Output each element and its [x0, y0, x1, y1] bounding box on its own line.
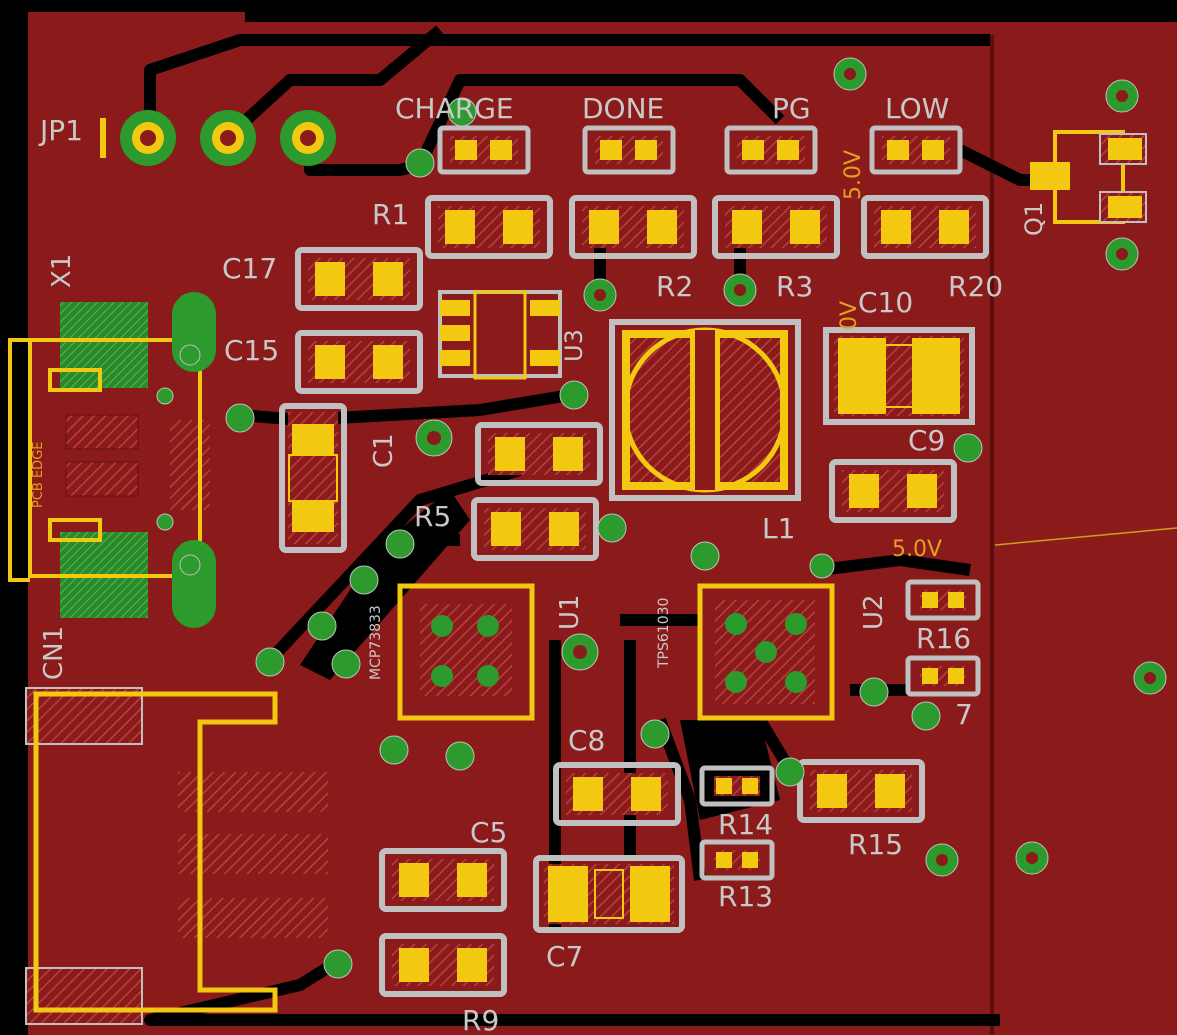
label-u2-part: TPS61030: [656, 598, 672, 669]
label-r5: R5: [414, 500, 451, 533]
c15-part[interactable]: [295, 330, 423, 394]
label-r14: R14: [718, 808, 773, 841]
label-r1: R1: [372, 198, 409, 231]
label-charge: CHARGE: [395, 92, 514, 125]
c17-part[interactable]: [295, 247, 423, 311]
led-row[interactable]: [437, 125, 963, 175]
jp1-header[interactable]: [100, 110, 336, 166]
label-cn1: CN1: [39, 626, 69, 680]
label-pg: PG: [772, 92, 811, 125]
c5-part[interactable]: [379, 848, 507, 912]
label-c10: C10: [858, 286, 913, 319]
label-c7: C7: [546, 940, 583, 973]
vias: [156, 57, 1167, 979]
label-q1: Q1: [1020, 202, 1048, 236]
l1-inductor[interactable]: [609, 319, 801, 501]
r5-part[interactable]: [471, 497, 599, 561]
r17-part[interactable]: [905, 655, 981, 697]
label-pcb-edge: PCB EDGE: [31, 442, 46, 508]
r9-part[interactable]: [379, 933, 507, 997]
r1-part: [425, 195, 553, 259]
label-l1: L1: [762, 512, 795, 545]
cn1-connector[interactable]: [25, 687, 328, 1025]
c8-part[interactable]: [553, 762, 681, 826]
label-c1: C1: [369, 433, 399, 468]
label-r16: R16: [916, 622, 971, 655]
u2-qfn[interactable]: [697, 583, 835, 721]
q1-transistor[interactable]: [1030, 130, 1147, 224]
r3-part: [712, 195, 840, 259]
led-charge: [437, 125, 531, 175]
u1-qfn[interactable]: [397, 583, 535, 721]
led-done: [582, 125, 676, 175]
silkscreen-labels: JP1 CHARGE DONE PG LOW R1 C17 R2 R3 R20 …: [31, 92, 1048, 1035]
led-pg: [724, 125, 818, 175]
label-c9: C9: [908, 424, 945, 457]
c1-part[interactable]: [279, 403, 347, 553]
resistor-row[interactable]: [425, 195, 989, 259]
c7-part[interactable]: [533, 855, 685, 933]
label-r2: R2: [656, 270, 693, 303]
label-r9: R9: [462, 1004, 499, 1035]
label-u2: U2: [859, 594, 889, 630]
r2-part: [569, 195, 697, 259]
label-c17: C17: [222, 252, 277, 285]
label-done: DONE: [582, 92, 664, 125]
gnd-clearance: [300, 490, 470, 680]
label-x1: X1: [47, 254, 77, 288]
label-net-5v: 5.0V: [892, 537, 942, 562]
label-low: LOW: [885, 92, 949, 125]
r20-part: [861, 195, 989, 259]
c10-part[interactable]: [823, 327, 975, 425]
label-r20: R20: [948, 270, 1003, 303]
label-r15: R15: [848, 828, 903, 861]
label-c8: C8: [568, 724, 605, 757]
label-u3: U3: [560, 329, 588, 362]
label-c5: C5: [470, 816, 507, 849]
label-u1: U1: [555, 594, 585, 630]
label-jp1: JP1: [38, 114, 83, 147]
label-r3: R3: [776, 270, 813, 303]
jp1-pin1-mark: [100, 118, 106, 158]
c9-part[interactable]: [829, 459, 957, 523]
led-low: [869, 125, 963, 175]
r16-part[interactable]: [905, 579, 981, 621]
label-c15: C15: [224, 334, 279, 367]
r14-part[interactable]: [699, 765, 775, 807]
r13-part[interactable]: [699, 839, 775, 881]
c-middle-upper[interactable]: [475, 422, 603, 486]
label-seven: 7: [955, 698, 973, 731]
r15-part[interactable]: [797, 759, 925, 823]
label-u1-part: MCP73833: [368, 605, 384, 680]
label-r13: R13: [718, 880, 773, 913]
label-net-0v: 0V: [837, 301, 862, 330]
u3-part[interactable]: [438, 290, 562, 380]
net-trace-5v: [994, 527, 1177, 546]
label-net-5v-vertical: 5.0V: [841, 150, 866, 200]
